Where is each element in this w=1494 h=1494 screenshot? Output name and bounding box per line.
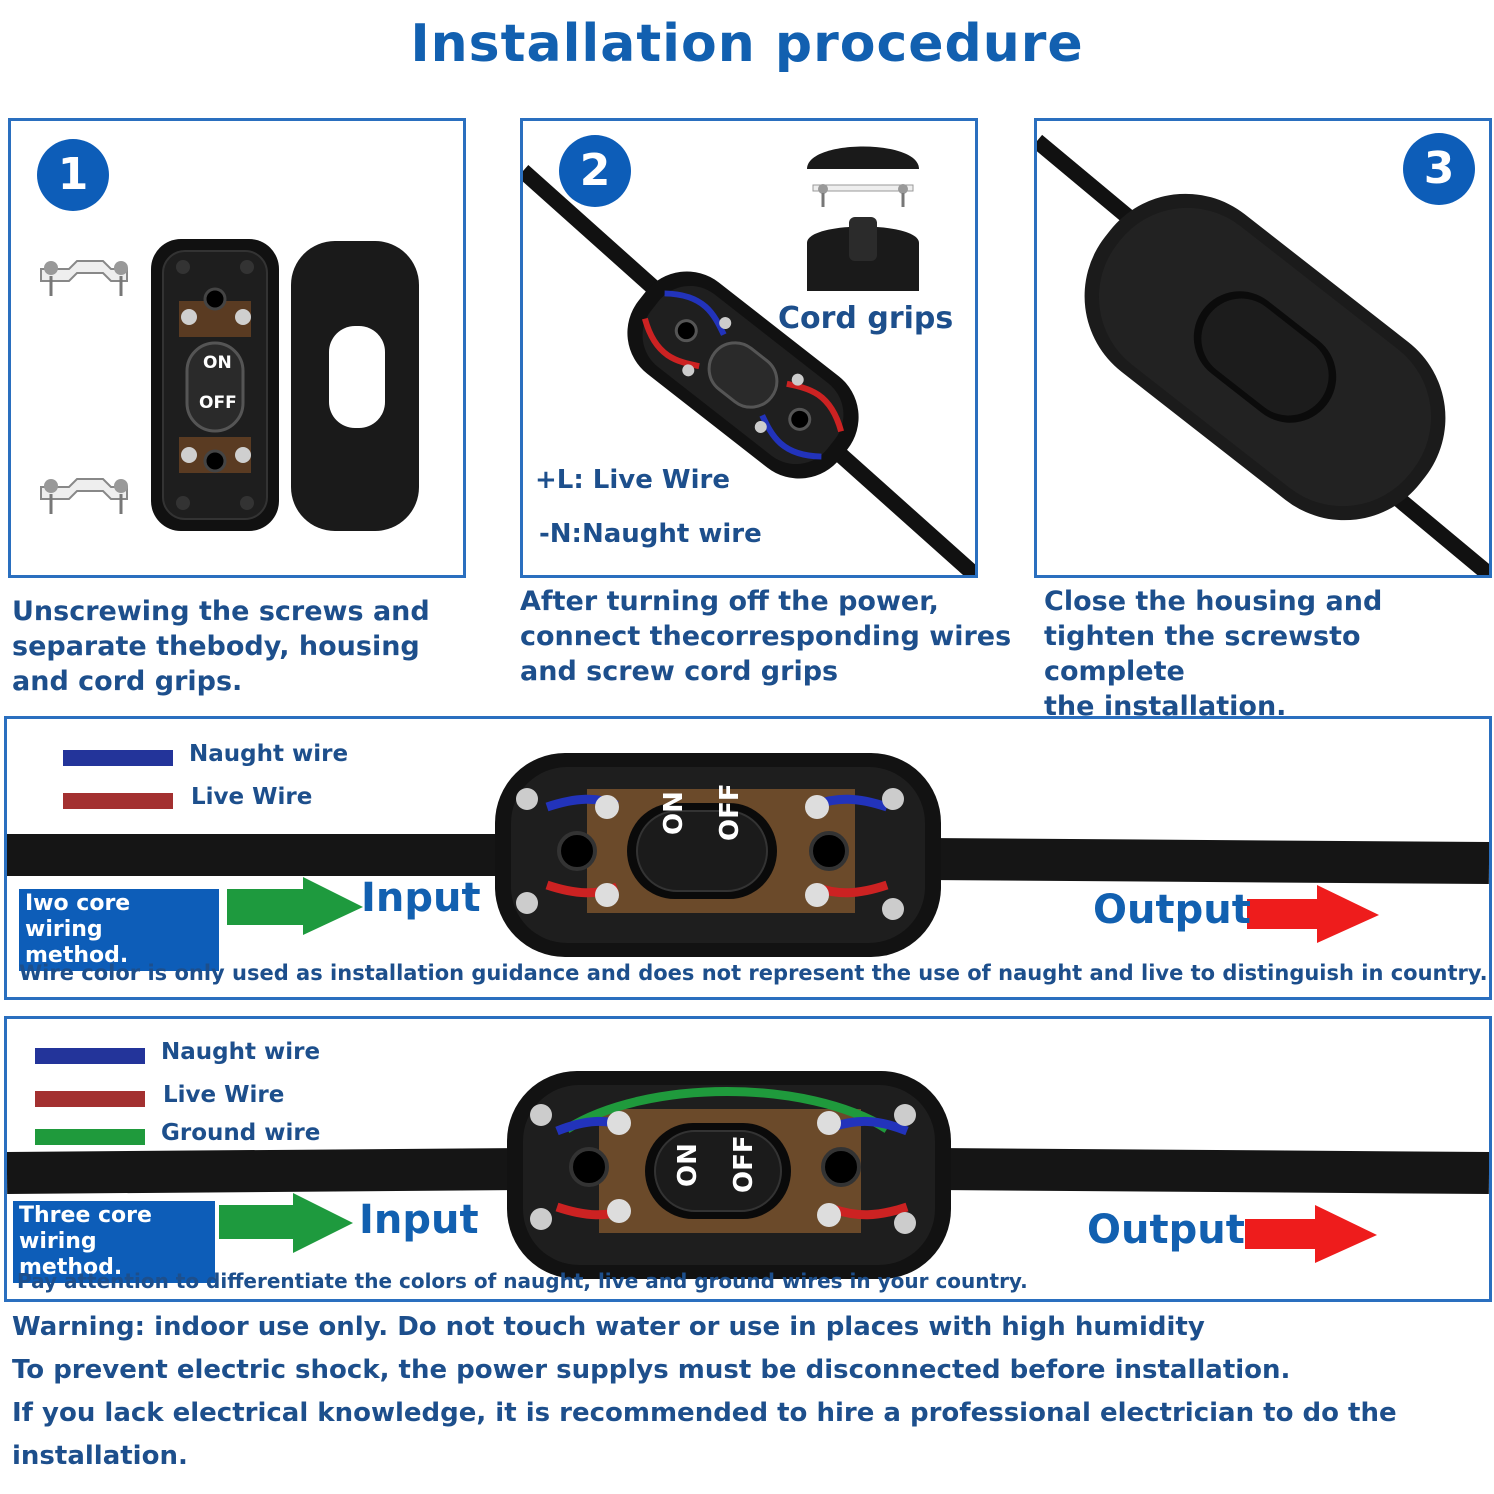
three-core-method-tag: Three core wiring method. bbox=[13, 1201, 215, 1283]
two-core-panel: Naught wire Live Wire bbox=[4, 716, 1492, 1000]
legend-label: Live Wire bbox=[163, 1082, 285, 1108]
two-core-output-label: Output bbox=[1093, 887, 1251, 933]
step-2-caption: After turning off the power, connect the… bbox=[520, 586, 1012, 687]
step-1-badge: 1 bbox=[37, 139, 109, 211]
step-1-switch-off: OFF bbox=[199, 393, 237, 413]
two-core-switch-on: ON bbox=[659, 791, 689, 835]
input-arrow bbox=[219, 1193, 353, 1253]
cord-grips-label: Cord grips bbox=[778, 301, 954, 336]
three-core-panel: Naught wire Live Wire Ground wire bbox=[4, 1016, 1492, 1302]
legend-label: Naught wire bbox=[161, 1039, 321, 1065]
legend-swatch bbox=[35, 1129, 145, 1145]
two-core-switch-off: OFF bbox=[715, 783, 745, 841]
three-core-output-label: Output bbox=[1087, 1207, 1245, 1253]
step-1-switch-on: ON bbox=[203, 353, 232, 373]
cord-grip-exploded bbox=[807, 146, 919, 291]
three-core-input-label: Input bbox=[359, 1197, 479, 1243]
warning-line-3: If you lack electrical knowledge, it is … bbox=[12, 1398, 1397, 1428]
switch-body-two-core bbox=[495, 753, 941, 957]
step-2-panel: 2 Cord grips +L: Live Wire -N:Naught wir… bbox=[520, 118, 978, 578]
output-cable bbox=[926, 838, 1489, 884]
legend-swatch bbox=[63, 750, 173, 766]
step-1-panel: 1 bbox=[8, 118, 466, 578]
three-core-note: Pay attention to differentiate the color… bbox=[17, 1269, 1028, 1293]
legend-swatch bbox=[35, 1048, 145, 1064]
legend-label: Naught wire bbox=[189, 741, 349, 767]
two-core-input-label: Input bbox=[361, 875, 481, 921]
step-3-switch-closed bbox=[1084, 193, 1446, 521]
output-arrow bbox=[1245, 1205, 1377, 1263]
output-cable bbox=[936, 1148, 1489, 1194]
two-core-method-tag: Iwo core wiring method. bbox=[19, 889, 219, 971]
naught-wire-label: -N:Naught wire bbox=[539, 519, 762, 549]
legend-label: Live Wire bbox=[191, 784, 313, 810]
cord-grip-bracket-top bbox=[40, 260, 128, 296]
legend-label: Ground wire bbox=[161, 1120, 321, 1146]
step-2-switch-body bbox=[627, 271, 859, 479]
step-1-illustration bbox=[40, 239, 419, 531]
live-wire-label: +L: Live Wire bbox=[535, 465, 730, 495]
step-3-badge: 3 bbox=[1403, 133, 1475, 205]
output-arrow bbox=[1247, 885, 1379, 943]
step-3-illustration bbox=[1037, 134, 1489, 575]
step-1-caption: Unscrewing the screws and separate thebo… bbox=[12, 596, 430, 697]
two-core-diagram bbox=[7, 753, 1489, 957]
warning-line-1: Warning: indoor use only. Do not touch w… bbox=[12, 1312, 1205, 1342]
three-core-switch-off: OFF bbox=[729, 1135, 759, 1193]
switch-body-open bbox=[151, 239, 279, 531]
switch-body-three-core bbox=[507, 1071, 951, 1279]
warning-line-4: installation. bbox=[12, 1441, 188, 1471]
step-2-badge: 2 bbox=[559, 135, 631, 207]
cord-grip-bracket-bottom bbox=[40, 478, 128, 514]
legend-swatch bbox=[35, 1091, 145, 1107]
three-core-diagram bbox=[7, 1071, 1489, 1279]
step-2-illustration bbox=[523, 146, 975, 575]
step-3-caption: Close the housing and tighten the screws… bbox=[1044, 586, 1383, 722]
input-arrow bbox=[227, 877, 363, 935]
warning-line-2: To prevent electric shock, the power sup… bbox=[12, 1355, 1291, 1385]
switch-housing bbox=[291, 241, 419, 531]
three-core-switch-on: ON bbox=[673, 1143, 703, 1187]
two-core-note: Wire color is only used as installation … bbox=[19, 961, 1488, 985]
step-3-panel: 3 bbox=[1034, 118, 1492, 578]
input-cable bbox=[7, 1148, 520, 1194]
page-title: Installation procedure bbox=[410, 14, 1084, 74]
legend-swatch bbox=[63, 793, 173, 809]
